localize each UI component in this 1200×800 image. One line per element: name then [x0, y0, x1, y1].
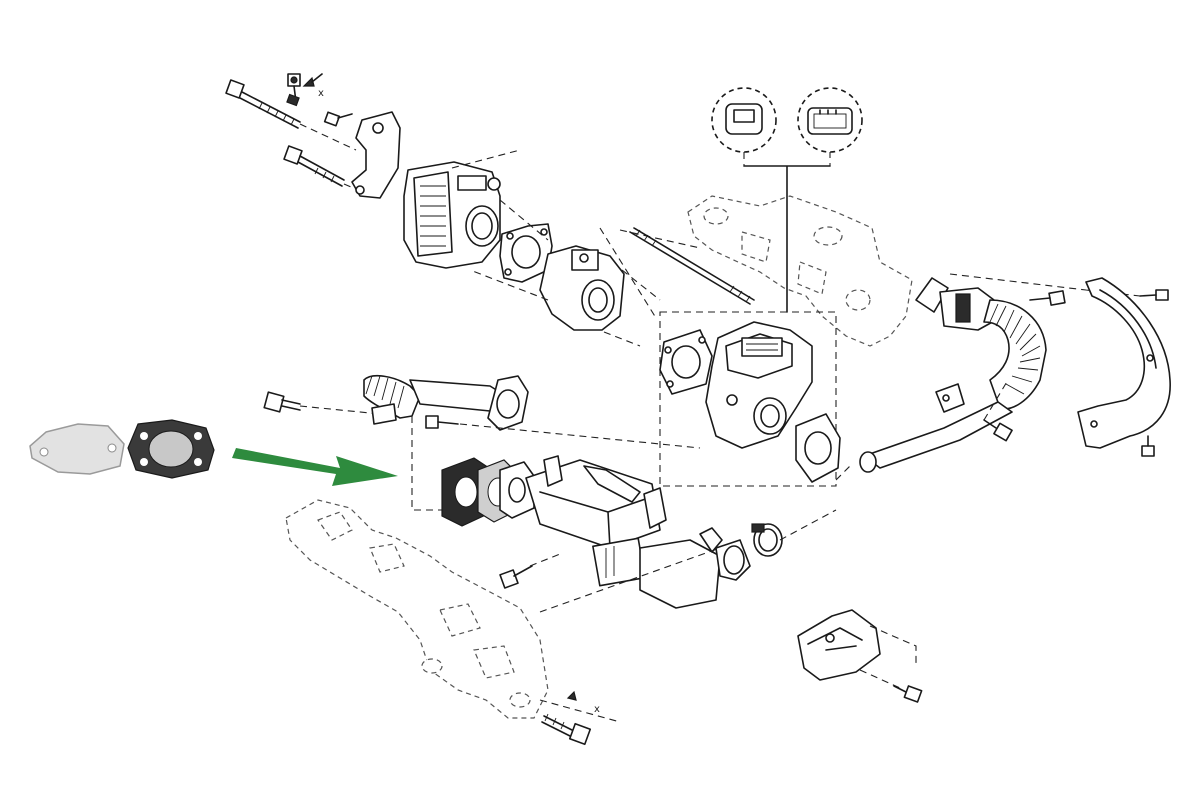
throttle-housing — [539, 245, 625, 331]
valve-gasket-top — [499, 223, 553, 283]
blanking-plate[interactable] — [29, 423, 125, 475]
bolt-right-3 — [983, 419, 1013, 442]
bolt-mid-left — [263, 391, 301, 413]
hose-clamp — [751, 523, 783, 557]
dimension-mark-bottom: x — [594, 704, 600, 715]
bolt-shield — [893, 685, 923, 703]
heat-shield — [797, 609, 881, 681]
exhaust-manifold-ghost — [687, 195, 913, 347]
bolt-long-2 — [283, 145, 345, 187]
connector-callouts — [711, 87, 863, 313]
arrow-right-icon — [232, 448, 398, 486]
pipe-bracket — [1077, 277, 1171, 449]
bolt-right-1 — [1029, 290, 1066, 306]
mark-triangle-bottom-icon — [566, 690, 577, 701]
screw-small-2 — [323, 111, 353, 127]
throttle-actuator — [351, 111, 501, 269]
top-bolts: x — [225, 73, 373, 197]
long-stud — [629, 227, 755, 305]
bolt-right-2 — [1139, 289, 1169, 301]
egr-cooler — [525, 455, 751, 609]
bolt-bracket-bottom — [1141, 435, 1155, 457]
egr-valve — [705, 321, 813, 449]
egr-gasket[interactable] — [127, 419, 215, 479]
egr-valve-group-box — [659, 311, 837, 487]
egr-rigid-pipe — [859, 383, 1013, 473]
egr-valve-gasket — [659, 329, 713, 395]
bolt-cooler — [499, 565, 533, 589]
connector-b-icon — [807, 107, 853, 135]
bolt-bottom — [541, 713, 592, 746]
screw-small-top — [286, 73, 301, 107]
egr-valve-gasket-right — [795, 413, 841, 483]
bolt-long-1 — [225, 79, 301, 129]
screw-mid — [425, 415, 459, 429]
cooler-gasket-3 — [499, 461, 535, 519]
egr-cooler-pipe — [363, 374, 529, 431]
intake-manifold-ghost — [285, 499, 549, 719]
dimension-mark-top: x — [318, 88, 324, 99]
egr-flex-pipe — [915, 277, 1047, 410]
